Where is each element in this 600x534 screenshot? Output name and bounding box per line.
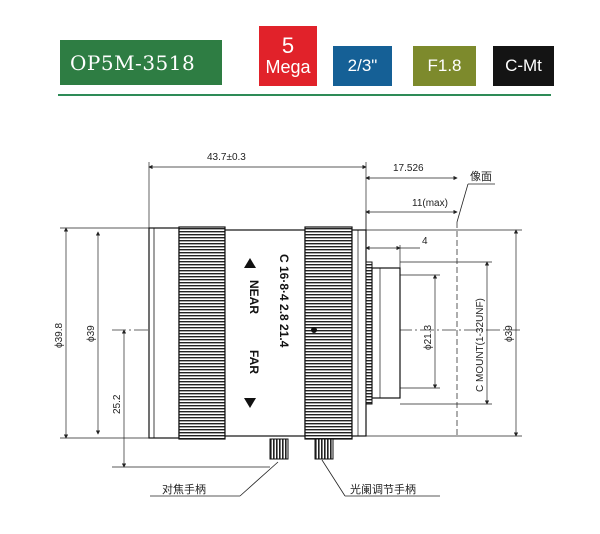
sensor-format: 2/3"	[347, 56, 378, 75]
lens-body	[148, 226, 401, 440]
far-arrow-icon	[244, 398, 256, 408]
megapixel-number: 5	[281, 33, 295, 58]
outer-dia-label: ϕ39.8	[54, 322, 65, 348]
focus-handle-screw	[269, 438, 289, 460]
mount-thread-label: C MOUNT(1-32UNF)	[475, 298, 486, 392]
flange-max-label: 11(max)	[412, 198, 448, 209]
model-badge: OP5M-3518	[60, 40, 222, 85]
f-number-scale: C 16·8·4 2.8 21.4	[277, 254, 291, 348]
iris-handle-screw	[314, 438, 334, 460]
near-arrow-icon	[244, 258, 256, 268]
mount-dia-label: ϕ39	[504, 325, 515, 342]
image-plane-label: 像面	[470, 170, 492, 183]
focus-handle-label: 对焦手柄	[162, 482, 206, 496]
mount-badge: C-Mt	[493, 46, 554, 86]
megapixel-unit: Mega	[265, 57, 311, 78]
sensor-format-badge: 2/3"	[333, 46, 392, 86]
back-focus-label: 17.526	[393, 163, 424, 174]
mount-type: C-Mt	[505, 56, 542, 75]
near-label: NEAR	[247, 280, 261, 314]
body-dia-label: ϕ39	[86, 325, 97, 342]
megapixel-badge: 5 Mega	[259, 26, 317, 86]
center-height-label: 25.2	[112, 394, 123, 414]
header-divider	[58, 94, 551, 96]
thread-length-label: 4	[422, 236, 428, 247]
aperture-value: F1.8	[427, 56, 462, 75]
iris-handle-label: 光阑调节手柄	[350, 482, 416, 496]
total-length-label: 43.7±0.3	[207, 152, 246, 163]
model-name: OP5M-3518	[70, 50, 196, 75]
inner-dia-label: ϕ21.3	[423, 324, 434, 350]
far-label: FAR	[247, 350, 261, 374]
aperture-badge: F1.8	[413, 46, 476, 86]
